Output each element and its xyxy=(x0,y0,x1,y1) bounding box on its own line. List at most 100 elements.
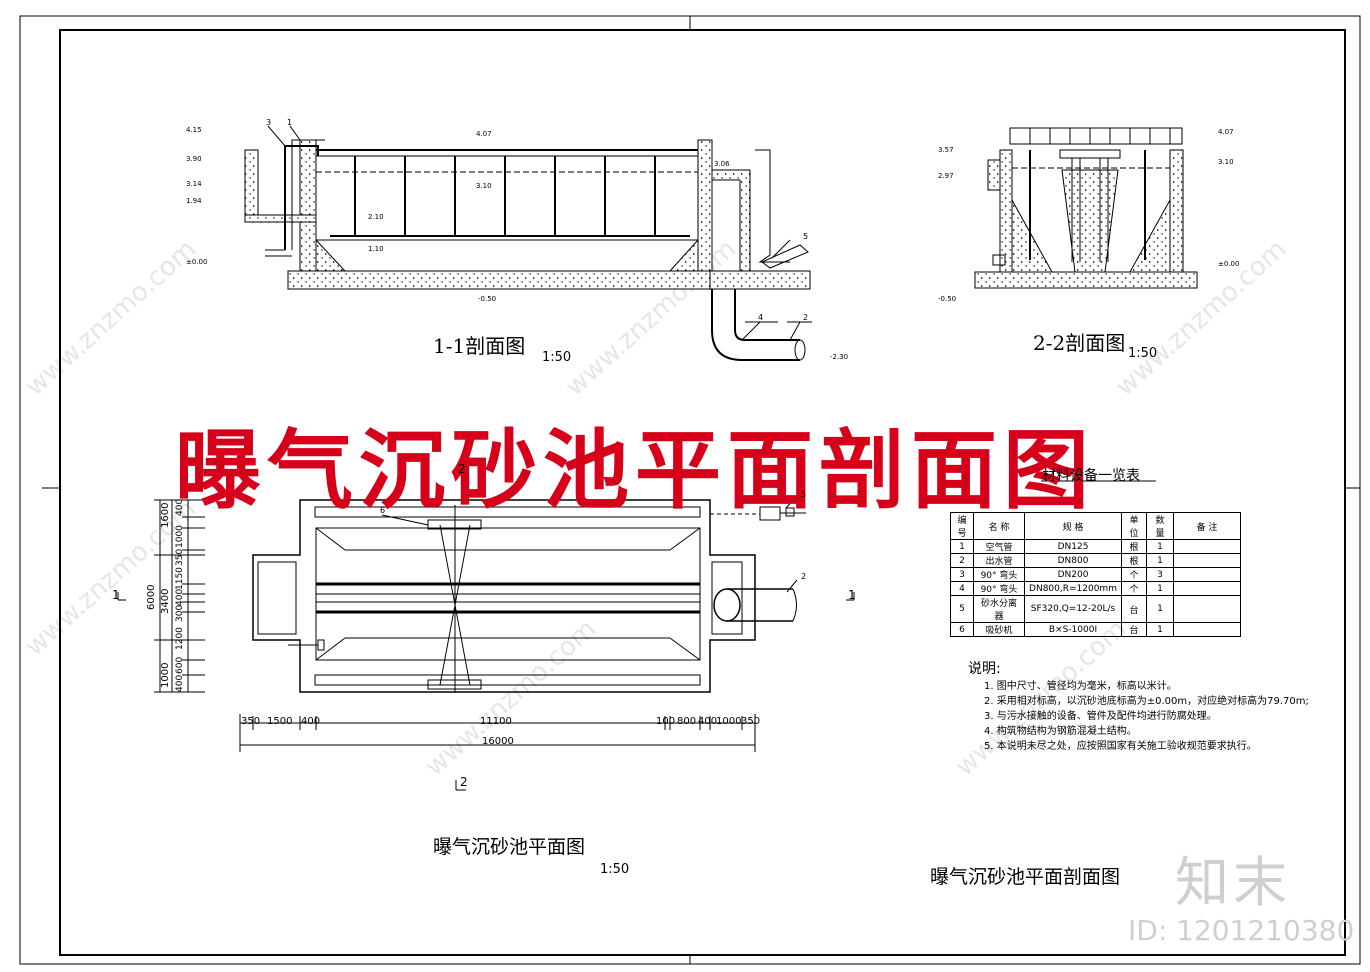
elevation-label: 3.14 xyxy=(186,180,202,188)
elevation-label: -0.50 xyxy=(478,295,497,303)
dimension: 400 xyxy=(175,498,185,516)
section-1-scale: 1:50 xyxy=(542,350,572,365)
plan-scale: 1:50 xyxy=(600,862,630,877)
table-cell: 2 xyxy=(950,553,974,568)
table-cell: DN125 xyxy=(1024,539,1122,554)
elevation-label: 4.15 xyxy=(186,126,202,134)
elevation-label: 3.57 xyxy=(938,146,954,154)
section-mark: 2 xyxy=(460,775,468,789)
table-cell: 4 xyxy=(950,581,974,596)
table-cell: 1 xyxy=(1146,539,1174,554)
table-cell: 根 xyxy=(1121,553,1147,568)
dimension: 350 xyxy=(241,716,261,727)
table-cell xyxy=(1173,553,1241,568)
note-item: 3. 与污水接触的设备、管件及配件均进行防腐处理。 xyxy=(984,711,1217,722)
plan-drawing xyxy=(117,499,855,791)
table-header-cell: 数 量 xyxy=(1146,512,1174,540)
section-mark: 1 xyxy=(848,588,856,602)
table-header-cell: 单 位 xyxy=(1121,512,1147,540)
table-cell: 砂水分离器 xyxy=(973,595,1025,623)
elevation-label: 2.10 xyxy=(368,213,384,221)
elevation-label: 3.10 xyxy=(476,182,492,190)
note-item: 1. 图中尺寸、管径均为毫米，标高以米计。 xyxy=(984,681,1177,692)
dimension: 1600 xyxy=(160,502,171,528)
table-cell: 1 xyxy=(1146,595,1174,623)
dimension: 400 xyxy=(175,674,185,692)
table-row: 3 90° 弯头 DN200 个 3 xyxy=(950,567,1241,582)
dimension: 1000 xyxy=(160,662,171,688)
table-cell: 90° 弯头 xyxy=(973,581,1025,596)
table-cell xyxy=(1173,567,1241,582)
section-2-2-drawing xyxy=(974,127,1198,289)
table-cell xyxy=(1173,539,1241,554)
table-cell: SF320,Q=12-20L/s xyxy=(1024,595,1122,623)
table-row: 1 空气管 DN125 根 1 xyxy=(950,539,1241,554)
table-cell: 1 xyxy=(1146,553,1174,568)
dimension: 350 xyxy=(175,548,185,566)
table-cell: DN800,R=1200mm xyxy=(1024,581,1122,596)
dimension: 1000 xyxy=(175,525,185,548)
materials-table: 编号 名 称 规 格 单 位 数 量 备 注 1 空气管 DN125 根 1 2… xyxy=(950,512,1241,637)
section-mark: 1 xyxy=(112,588,120,602)
table-cell: 1 xyxy=(1146,581,1174,596)
table-cell: B×S-1000I xyxy=(1024,622,1122,637)
dimension: 1150 xyxy=(175,567,185,590)
callout-number: 3 xyxy=(266,118,272,127)
table-cell: 5 xyxy=(950,595,974,623)
section-1-title: 1-1剖面图 xyxy=(433,334,526,358)
note-item: 5. 本说明未尽之处，应按照国家有关施工验收规范要求执行。 xyxy=(984,741,1257,752)
table-cell: 个 xyxy=(1121,567,1147,582)
note-item: 4. 构筑物结构为钢筋混凝土结构。 xyxy=(984,726,1137,737)
dimension: 400 xyxy=(698,716,718,727)
elevation-label: ±0.00 xyxy=(186,258,208,266)
elevation-label: 1.94 xyxy=(186,197,202,205)
callout-leaders xyxy=(267,125,1156,593)
notes-heading: 说明: xyxy=(968,661,1001,677)
elevation-label: 3.06 xyxy=(714,160,730,168)
dimension: 1200 xyxy=(175,627,185,650)
table-row: 2 出水管 DN800 根 1 xyxy=(950,553,1241,568)
table-cell: 台 xyxy=(1121,622,1147,637)
elevation-label: 1.10 xyxy=(368,245,384,253)
drawing-id: ID: 1201210380 xyxy=(1128,914,1355,947)
callout-number: 5 xyxy=(803,232,809,241)
table-cell: 空气管 xyxy=(973,539,1025,554)
table-cell: DN200 xyxy=(1024,567,1122,582)
inner-border xyxy=(59,29,1346,956)
table-row: 6 吸砂机 B×S-1000I 台 1 xyxy=(950,622,1241,637)
dimension: 1500 xyxy=(267,716,293,727)
table-cell: 3 xyxy=(950,567,974,582)
table-header-cell: 编号 xyxy=(950,512,974,540)
callout-number: 2 xyxy=(801,572,807,581)
table-cell: 3 xyxy=(1146,567,1174,582)
table-cell: 1 xyxy=(950,539,974,554)
table-cell: 1 xyxy=(1146,622,1174,637)
plan-title: 曝气沉砂池平面图 xyxy=(433,836,586,858)
table-cell: 台 xyxy=(1121,595,1147,623)
table-cell: 根 xyxy=(1121,539,1147,554)
dimension: 600 xyxy=(175,656,185,674)
elevation-label: 2.97 xyxy=(938,172,954,180)
elevation-label: 4.07 xyxy=(476,130,492,138)
section-2-scale: 1:50 xyxy=(1128,346,1158,361)
table-header-cell: 名 称 xyxy=(973,512,1025,540)
dimension-total: 16000 xyxy=(482,736,514,747)
table-cell: 90° 弯头 xyxy=(973,567,1025,582)
elevation-label: -0.50 xyxy=(938,295,957,303)
table-row: 4 90° 弯头 DN800,R=1200mm 个 1 xyxy=(950,581,1241,596)
elevation-label: 3.10 xyxy=(1218,158,1234,166)
table-cell: 吸砂机 xyxy=(973,622,1025,637)
title-block-text: 曝气沉砂池平面剖面图 xyxy=(930,866,1121,888)
dimension: 350 xyxy=(741,716,761,727)
section-2-title: 2-2剖面图 xyxy=(1033,331,1126,355)
dimension-total: 6000 xyxy=(146,584,157,610)
table-cell xyxy=(1173,595,1241,623)
callout-number: 5 xyxy=(801,490,807,499)
callout-number: 2 xyxy=(803,313,809,322)
znzmo-logo: 知末 xyxy=(1175,851,1291,914)
table-cell: 6 xyxy=(950,622,974,637)
notes-block: 说明: 1. 图中尺寸、管径均为毫米，标高以米计。 2. 采用相对标高，以沉砂池… xyxy=(968,662,1309,754)
elevation-label: 4.07 xyxy=(1218,128,1234,136)
callout-number: 4 xyxy=(758,313,764,322)
